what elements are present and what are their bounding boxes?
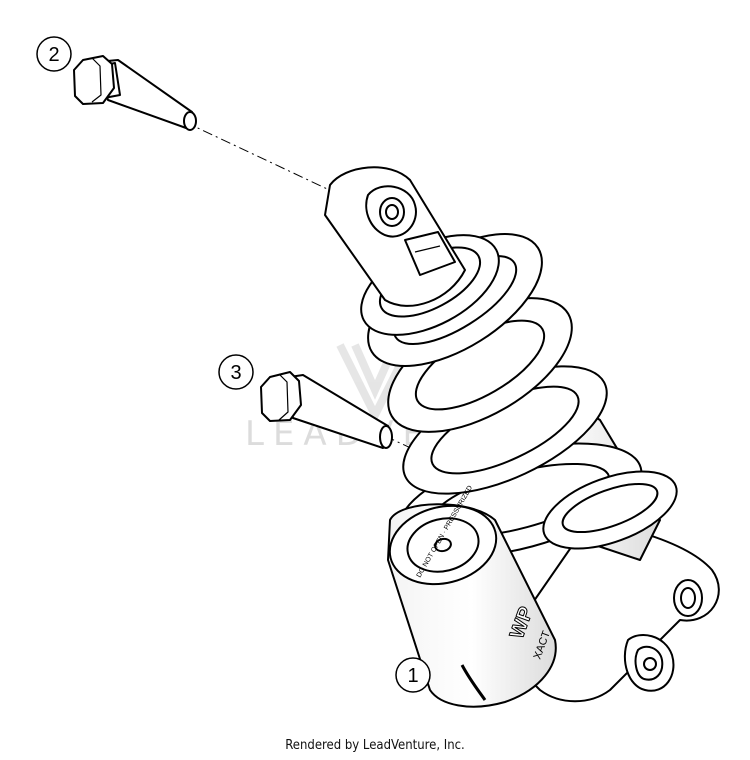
callout-1-label: 1 <box>407 665 418 687</box>
bolt-2-axis <box>184 121 341 196</box>
footer-credit: Rendered by LeadVenture, Inc. <box>285 738 465 753</box>
callout-3-label: 3 <box>230 362 241 384</box>
callout-2: 2 <box>36 36 72 72</box>
callout-3: 3 <box>218 354 254 390</box>
callout-2-label: 2 <box>48 44 59 66</box>
callout-1: 1 <box>395 657 431 693</box>
shock-absorber[interactable]: DO NOT OPEN · PRESSURIZED WP XACT <box>324 166 720 708</box>
bolt-2[interactable] <box>73 55 197 131</box>
bolt-3[interactable] <box>260 371 393 449</box>
reservoir: DO NOT OPEN · PRESSURIZED WP XACT <box>387 485 557 708</box>
